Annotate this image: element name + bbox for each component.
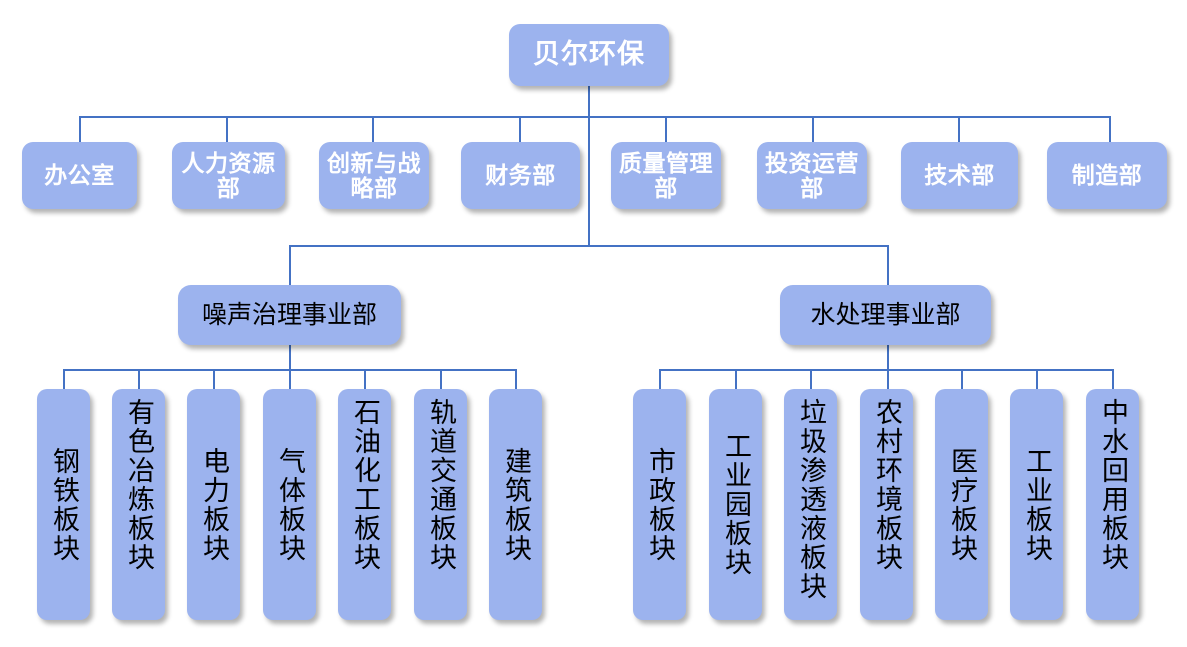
node-division-water-treatment[interactable]: 水处理事业部 — [780, 285, 991, 345]
node-segment-petrochemical[interactable]: 石油化工板块 — [338, 389, 391, 620]
node-division-label: 水处理事业部 — [810, 300, 961, 329]
node-department-label: 财务部 — [485, 162, 556, 189]
connector-drop-water-4 — [887, 369, 889, 389]
connector-stem-noise — [289, 345, 291, 370]
connector-drop-dept-2 — [226, 116, 228, 142]
node-segment-municipal[interactable]: 市政板块 — [633, 389, 686, 620]
node-segment-label: 建筑板块 — [501, 446, 531, 563]
node-segment-label: 垃圾渗透液板块 — [796, 398, 826, 601]
connector-segment-bus-water — [659, 369, 1112, 371]
node-segment-rural-environment[interactable]: 农村环境板块 — [860, 389, 913, 620]
connector-drop-dept-7 — [958, 116, 960, 142]
node-department-label: 办公室 — [44, 162, 115, 189]
connector-drop-dept-4 — [519, 116, 521, 142]
node-segment-nonferrous-smelting[interactable]: 有色冶炼板块 — [112, 389, 165, 620]
node-division-label: 噪声治理事业部 — [201, 300, 377, 329]
node-segment-label: 工业园板块 — [721, 432, 751, 577]
node-department-finance[interactable]: 财务部 — [461, 142, 580, 209]
node-segment-steel[interactable]: 钢铁板块 — [37, 389, 90, 620]
node-department-human-resources[interactable]: 人力资源部 — [172, 142, 285, 209]
connector-drop-dept-5 — [665, 116, 667, 142]
connector-drop-water-7 — [1112, 369, 1114, 389]
node-segment-label: 市政板块 — [645, 446, 675, 563]
node-department-investment-operations[interactable]: 投资运营部 — [757, 142, 867, 209]
connector-stem-water — [887, 345, 889, 370]
node-root[interactable]: 贝尔环保 — [509, 24, 669, 86]
node-segment-construction[interactable]: 建筑板块 — [489, 389, 542, 620]
connector-drop-division-1 — [289, 245, 291, 285]
node-department-label: 制造部 — [1071, 162, 1143, 189]
node-segment-label: 农村环境板块 — [872, 398, 902, 572]
node-department-label: 技术部 — [924, 162, 995, 189]
node-segment-label: 医疗板块 — [947, 446, 977, 563]
connector-drop-division-2 — [887, 245, 889, 285]
node-department-office[interactable]: 办公室 — [22, 142, 137, 209]
node-segment-industrial-park[interactable]: 工业园板块 — [709, 389, 762, 620]
connector-drop-noise-3 — [213, 369, 215, 389]
node-segment-medical[interactable]: 医疗板块 — [935, 389, 988, 620]
node-segment-label: 气体板块 — [275, 446, 305, 563]
connector-drop-dept-8 — [1109, 116, 1111, 142]
node-segment-label: 石油化工板块 — [350, 398, 380, 572]
node-segment-gas[interactable]: 气体板块 — [263, 389, 316, 620]
node-segment-rail-transit[interactable]: 轨道交通板块 — [414, 389, 467, 620]
node-root-label: 贝尔环保 — [533, 39, 645, 70]
connector-drop-water-2 — [735, 369, 737, 389]
connector-drop-water-1 — [659, 369, 661, 389]
node-segment-industrial[interactable]: 工业板块 — [1010, 389, 1063, 620]
node-segment-label: 中水回用板块 — [1098, 398, 1128, 572]
node-segment-label: 有色冶炼板块 — [124, 398, 154, 572]
connector-drop-noise-6 — [440, 369, 442, 389]
connector-drop-noise-1 — [63, 369, 65, 389]
connector-drop-noise-7 — [515, 369, 517, 389]
connector-division-bus — [289, 245, 889, 247]
node-segment-reclaimed-water-reuse[interactable]: 中水回用板块 — [1086, 389, 1139, 620]
node-segment-landfill-leachate[interactable]: 垃圾渗透液板块 — [784, 389, 837, 620]
node-segment-label: 工业板块 — [1022, 446, 1052, 563]
node-segment-power[interactable]: 电力板块 — [187, 389, 240, 620]
node-department-technology[interactable]: 技术部 — [901, 142, 1018, 209]
node-segment-label: 电力板块 — [199, 446, 229, 563]
connector-root-stem — [588, 85, 590, 246]
connector-drop-noise-5 — [364, 369, 366, 389]
node-department-label: 质量管理部 — [619, 149, 713, 201]
connector-drop-water-3 — [810, 369, 812, 389]
connector-drop-noise-2 — [138, 369, 140, 389]
node-department-quality-management[interactable]: 质量管理部 — [611, 142, 721, 209]
connector-department-bus — [79, 116, 1111, 118]
node-department-innovation-strategy[interactable]: 创新与战略部 — [319, 142, 429, 209]
connector-drop-water-5 — [961, 369, 963, 389]
node-segment-label: 钢铁板块 — [49, 446, 79, 563]
connector-drop-noise-4 — [289, 369, 291, 389]
node-segment-label: 轨道交通板块 — [426, 398, 456, 572]
connector-drop-water-6 — [1036, 369, 1038, 389]
node-department-manufacturing[interactable]: 制造部 — [1047, 142, 1167, 209]
node-department-label: 创新与战略部 — [327, 149, 421, 201]
node-division-noise-control[interactable]: 噪声治理事业部 — [178, 285, 401, 345]
node-department-label: 人力资源部 — [181, 149, 276, 201]
connector-drop-dept-3 — [372, 116, 374, 142]
connector-drop-dept-1 — [79, 116, 81, 142]
connector-drop-dept-6 — [812, 116, 814, 142]
node-department-label: 投资运营部 — [765, 149, 859, 201]
